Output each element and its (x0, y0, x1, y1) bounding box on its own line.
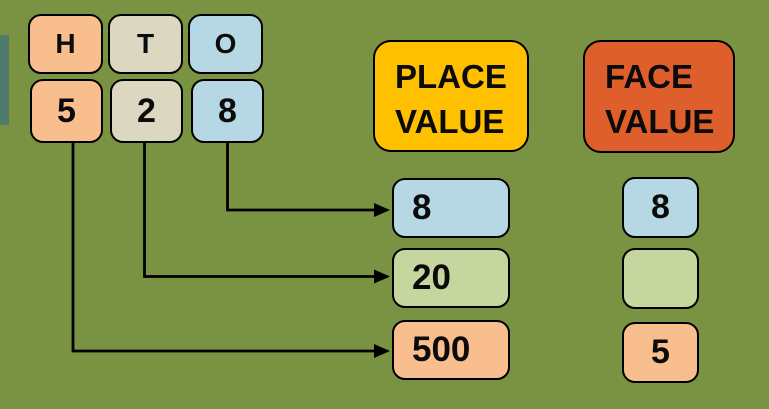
arrow-hundreds-to-place-value (71, 142, 390, 358)
hto-letter-hundreds: H (28, 14, 103, 74)
hto-letter-ones: O (188, 14, 263, 74)
hto-letter-tens: T (108, 14, 183, 74)
arrow-tens-to-place-value (143, 142, 390, 284)
left-accent-bar (0, 35, 9, 125)
place-value-box-tens: 20 (392, 248, 510, 308)
arrow-ones-to-place-value (226, 142, 390, 217)
hto-digit-ones: 8 (191, 79, 264, 143)
face-value-box-tens (622, 248, 699, 309)
hto-digit-hundreds: 5 (30, 79, 103, 143)
place-value-box-hundreds: 500 (392, 320, 510, 380)
place-value-header: PLACE VALUE (373, 40, 529, 152)
face-value-box-ones: 8 (622, 177, 699, 238)
hto-digit-tens: 2 (110, 79, 183, 143)
face-value-box-hundreds: 5 (622, 322, 699, 383)
place-value-box-ones: 8 (392, 178, 510, 238)
face-value-header: FACE VALUE (583, 40, 735, 153)
